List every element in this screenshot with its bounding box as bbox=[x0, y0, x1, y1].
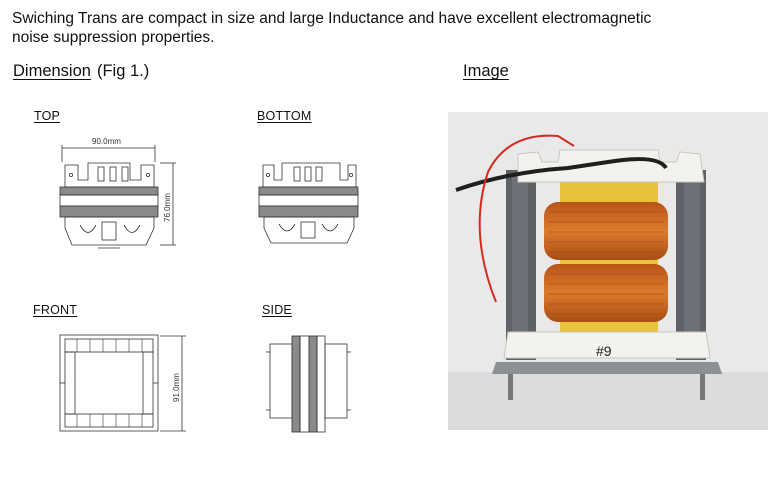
side-view-drawing bbox=[266, 335, 351, 433]
copper-coil-lower bbox=[544, 264, 668, 322]
figure-ref: (Fig 1.) bbox=[96, 62, 150, 80]
bobbin-marking: #9 bbox=[596, 343, 612, 359]
intro-line-2: noise suppression properties. bbox=[12, 29, 215, 46]
dimension-title: Dimension bbox=[13, 62, 91, 80]
view-label-top: TOP bbox=[34, 109, 61, 123]
intro-line-1: Swiching Trans are compact in size and l… bbox=[12, 10, 652, 27]
dimension-front-height-text: 91.0mm bbox=[172, 373, 181, 402]
red-lead-wire bbox=[478, 134, 575, 303]
mounting-bolt-left bbox=[508, 374, 513, 400]
base-plate bbox=[492, 362, 722, 374]
view-label-bottom: BOTTOM bbox=[257, 109, 312, 123]
mounting-bolt-right bbox=[700, 374, 705, 400]
dimension-height-text: 76.0mm bbox=[163, 193, 172, 222]
top-view-drawing bbox=[59, 145, 176, 249]
dimension-width-text: 90.0mm bbox=[92, 137, 121, 146]
product-photo: #9 bbox=[448, 112, 768, 430]
bobbin-bottom bbox=[503, 331, 711, 359]
intro-text: Swiching Trans are compact in size and l… bbox=[12, 9, 712, 47]
dimension-heading: Dimension (Fig 1.) bbox=[13, 62, 149, 81]
view-label-front: FRONT bbox=[33, 303, 78, 317]
copper-coil-upper bbox=[544, 202, 668, 260]
image-heading: Image bbox=[463, 62, 509, 80]
view-label-side: SIDE bbox=[262, 303, 292, 317]
bottom-view-drawing bbox=[258, 162, 359, 244]
front-view-drawing bbox=[59, 334, 186, 432]
